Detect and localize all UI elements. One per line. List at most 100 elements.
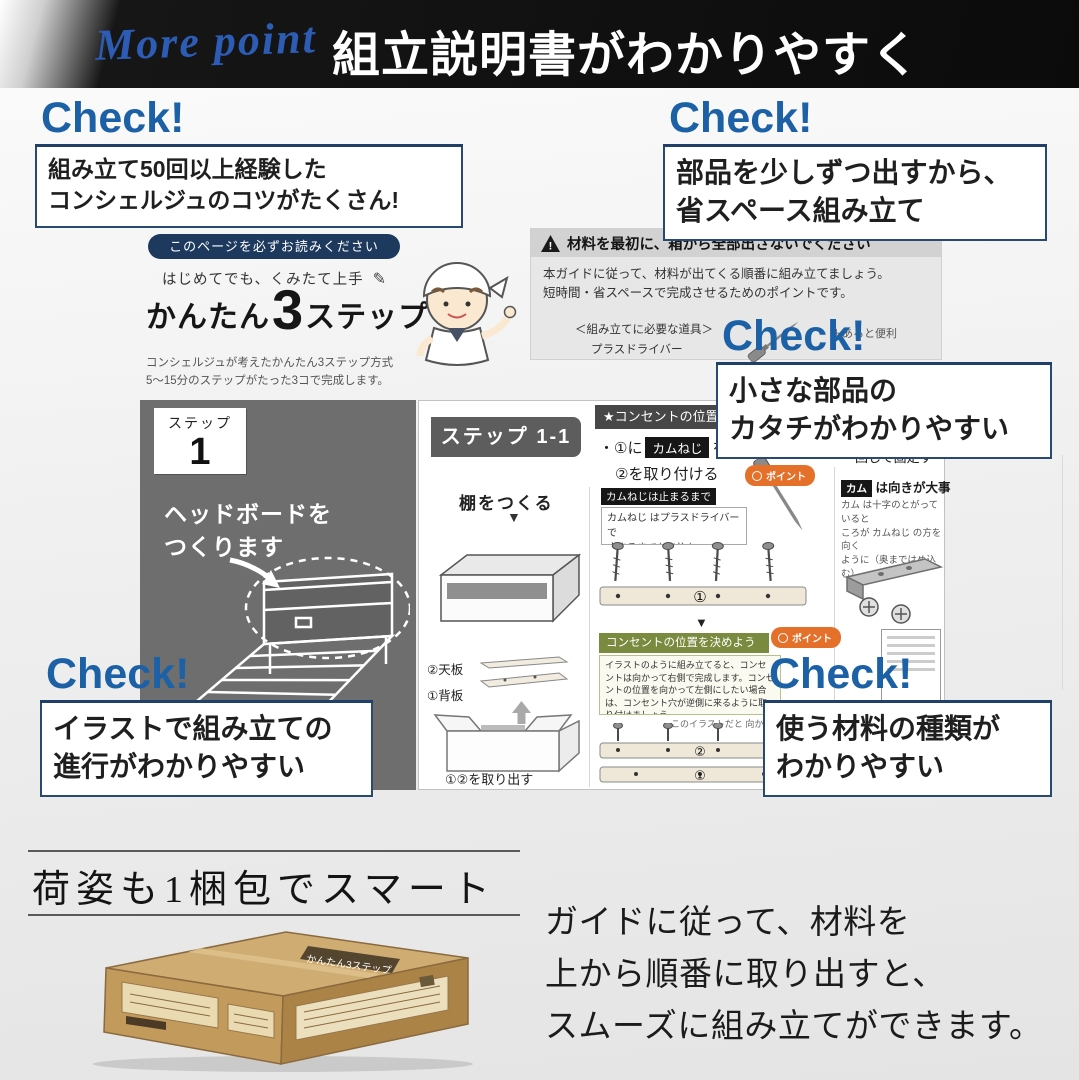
svg-text:!: ! xyxy=(549,240,553,252)
packing-description: ガイドに従って、材料を 上から順番に取り出すと、 スムーズに組み立てができます。 xyxy=(545,896,1043,1052)
point-badge: ポイント xyxy=(771,627,841,648)
check-line: 小さな部品の xyxy=(729,375,898,407)
packing-line-1: ガイドに従って、材料を xyxy=(545,903,911,940)
column-divider xyxy=(589,487,590,787)
tiny-caption: このイラストだと 向かって右側に… xyxy=(671,719,817,729)
tools-item: プラスドライバー xyxy=(591,344,683,356)
step1-line-2: つくります xyxy=(164,534,284,561)
cam-stop-note-line-2: 止まるまでねじ込む xyxy=(607,541,741,544)
kantan-number: 3 xyxy=(272,278,304,341)
cam-direction-note-2: ころが カムねじ の方を向く xyxy=(841,527,942,553)
more-point-script: More point xyxy=(94,13,318,70)
check-line: 省スペース組み立て xyxy=(676,195,925,227)
step1-1-panel: ステップ 1-1 ★コンセントの位置もここで決めましょう ・①にカムねじを ②を… xyxy=(418,400,951,790)
cam-direction-note-3: ように（奥まではめ込む） xyxy=(841,555,937,580)
check-heading: Check! xyxy=(35,95,463,148)
step1-label: ステップ xyxy=(168,415,232,431)
shelf-illustration xyxy=(438,553,582,623)
point-badge-text: ポイント xyxy=(766,472,806,483)
cam-stop-chip-text: カムねじは止まるまで xyxy=(601,488,716,505)
caution-body: 本ガイドに従って、材料が出てくる順番に組み立てましょう。 短時間・省スペースで完… xyxy=(531,257,941,304)
read-page-banner: このページを必ずお読みください xyxy=(148,234,400,259)
check-line: カタチがわかりやすい xyxy=(729,413,1010,445)
arrow-to-headboard-icon xyxy=(229,557,274,582)
check-body: 小さな部品の カタチがわかりやすい xyxy=(716,365,1052,460)
intro-line: はじめてでも、くみたて上手 ✎ xyxy=(162,268,387,289)
check-heading: Check! xyxy=(763,651,1052,704)
tools-label: ＜組み立てに必要な道具＞ xyxy=(575,324,713,336)
check-callout-concierge: Check! 組み立て50回以上経験した コンシェルジュのコツがたくさん! xyxy=(35,95,463,228)
packing-box-illustration: かんたん3ステップ xyxy=(93,931,473,1072)
step1-line-1: ヘッドボードを xyxy=(164,501,332,527)
screws-board-illustration: ① xyxy=(599,541,807,606)
check-line: イラストで組み立ての xyxy=(53,713,333,745)
concierge-illustration xyxy=(416,262,517,366)
check-body: 使う材料の種類が わかりやすい xyxy=(763,703,1052,798)
svg-text:①: ① xyxy=(694,768,706,783)
heading-rule-bottom xyxy=(28,914,520,916)
takeout-caption: ①②を取り出す xyxy=(445,772,534,787)
top-board-label: ②天板 xyxy=(427,663,464,677)
check-line: 使う材料の種類が xyxy=(776,713,1001,745)
method-line-2: 5〜15分のステップがたった3コで完成します。 xyxy=(146,375,389,388)
cam-chip: カム xyxy=(841,480,872,497)
boards-illustration xyxy=(479,656,569,688)
instruction-line-2: ②を取り付ける xyxy=(615,466,719,483)
svg-text:②: ② xyxy=(694,744,706,759)
instruction-pre: ・①に xyxy=(599,440,643,457)
arrow-up-icon xyxy=(512,701,531,713)
cam-direction-note-1: カム は十字のとがっていると xyxy=(841,500,939,525)
instruction-line-1: ・①にカムねじを xyxy=(599,437,727,458)
step1-description: ヘッドボードを つくります xyxy=(164,498,332,565)
shelf-title: 棚をつくる xyxy=(459,494,554,513)
point-badge: ポイント xyxy=(745,465,815,486)
cam-direction-title: カム は向きが大事 xyxy=(841,477,951,497)
method-line-1: コンシェルジュが考えたかんたん3ステップ方式 xyxy=(146,357,394,369)
tools-block: ＜組み立てに必要な道具＞ プラスドライバー xyxy=(575,321,799,363)
cam-stop-chip: カムねじは止まるまで xyxy=(601,487,716,505)
point-badge-text: ポイント xyxy=(792,634,832,645)
page-title: 組立説明書がわかりやすく xyxy=(332,29,921,82)
check-callout-illustration: Check! イラストで組み立ての 進行がわかりやすい xyxy=(40,651,373,798)
kantan-suffix: ステップ xyxy=(305,301,430,335)
cam-screw-chip: カムねじ xyxy=(645,437,710,458)
kantan-prefix: かんたん xyxy=(146,301,270,335)
caution-body-line-1: 本ガイドに従って、材料が出てくる順番に組み立てましょう。 xyxy=(543,267,890,281)
check-body: 組み立て50回以上経験した コンシェルジュのコツがたくさん! xyxy=(35,147,463,228)
check-callout-space: Check! 部品を少しずつ出すから、 省スペース組み立て xyxy=(663,95,1047,242)
tools-extra: ＋あると便利 xyxy=(831,328,897,340)
arrow-down-icon: ▼ xyxy=(507,509,521,525)
check-callout-parts-shape: Check! 小さな部品の カタチがわかりやすい xyxy=(716,313,1052,460)
check-heading: Check! xyxy=(663,95,1047,148)
carton-illustration xyxy=(433,701,580,773)
arrow-down-icon: ▼ xyxy=(695,615,708,630)
intro-text: はじめてでも、くみたて上手 xyxy=(162,272,364,288)
step1-number: 1 xyxy=(189,431,211,473)
pencil-icon: ✎ xyxy=(372,271,388,288)
outlet-decide-note: イラストのように組み立てると、コンセントは向かって右側で完成します。コンセントの… xyxy=(599,655,781,715)
manual-intro-section: このページを必ずお読みください はじめてでも、くみたて上手 ✎ かんたん 3 ステ… xyxy=(140,226,532,400)
check-callout-materials: Check! 使う材料の種類が わかりやすい xyxy=(763,651,1052,798)
packing-line-2: 上から順番に取り出すと、 xyxy=(545,955,946,993)
cam-screw-head-icons xyxy=(859,597,911,624)
packing-heading: 荷姿も1梱包でスマート xyxy=(32,869,496,911)
check-heading: Check! xyxy=(40,651,373,704)
check-line: わかりやすい xyxy=(776,751,945,783)
check-line: 進行がわかりやすい xyxy=(53,751,306,783)
cam-direction-notes: カム は十字のとがっていると ころが カムねじ の方を向く ように（奥まではめ込… xyxy=(841,499,943,582)
cam-stop-note-line-1: カムねじ はプラスドライバーで xyxy=(607,513,740,539)
warning-icon: ! xyxy=(541,234,560,252)
dashed-highlight-circle xyxy=(244,556,410,660)
outlet-decide-banner: コンセントの位置を決めよう xyxy=(599,633,769,653)
check-body: イラストで組み立ての 進行がわかりやすい xyxy=(40,703,373,798)
screwdriver-icon xyxy=(747,321,799,363)
method-description: コンシェルジュが考えたかんたん3ステップ方式 5〜15分のステップがたった3コで… xyxy=(146,354,393,391)
cam-direction-title-text: は向きが大事 xyxy=(875,481,951,495)
check-heading: Check! xyxy=(716,313,1052,366)
header-banner: More point 組立説明書がわかりやすく xyxy=(0,0,1079,88)
check-line: 組み立て50回以上経験した xyxy=(48,156,327,183)
step1-number-tag: ステップ 1 xyxy=(154,408,246,474)
svg-text:①: ① xyxy=(693,589,706,606)
packing-line-3: スムーズに組み立てができます。 xyxy=(545,1007,1043,1045)
